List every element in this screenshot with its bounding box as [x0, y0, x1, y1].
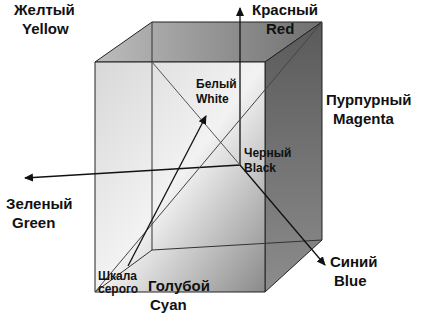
- corner-name: Желтый: [14, 2, 75, 19]
- corner-name: Белый: [196, 78, 237, 91]
- corner-name: Пурпурный: [326, 92, 412, 109]
- corner-name: Magenta: [333, 111, 394, 128]
- axis-name: Blue: [334, 273, 367, 290]
- axis-name: Зеленый: [6, 196, 73, 213]
- axis-name: Red: [266, 21, 294, 38]
- corner-name: Cyan: [150, 297, 187, 314]
- corner-name: Голубой: [148, 278, 210, 295]
- corner-name: White: [196, 93, 229, 106]
- axis-name: Красный: [252, 2, 318, 19]
- axis-name: Синий: [330, 254, 378, 271]
- corner-name: Черный: [244, 147, 291, 160]
- axis-name: Green: [12, 215, 55, 232]
- corner-name: Yellow: [22, 21, 69, 38]
- scale-label: Шкала серого: [98, 270, 150, 296]
- corner-name: Black: [244, 162, 276, 175]
